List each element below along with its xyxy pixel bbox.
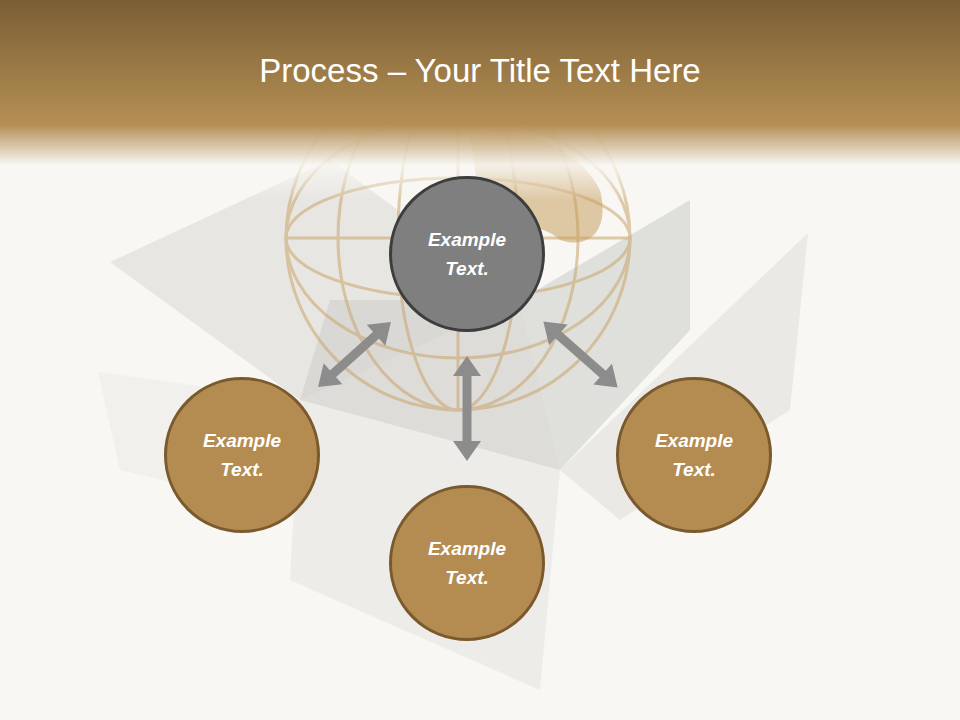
double-arrow [453,356,481,461]
double-arrow [318,322,391,387]
process-circle: Example Text. [389,176,545,332]
header-band [0,0,960,200]
double-arrow [543,322,617,388]
node-text: Example Text. [422,225,512,283]
slide-title: Process – Your Title Text Here [0,52,960,90]
node-text: Example Text. [197,426,287,484]
process-circle: Example Text. [389,485,545,641]
process-circle: Example Text. [164,377,320,533]
process-circle: Example Text. [616,377,772,533]
node-text: Example Text. [649,426,739,484]
node-text: Example Text. [422,534,512,592]
